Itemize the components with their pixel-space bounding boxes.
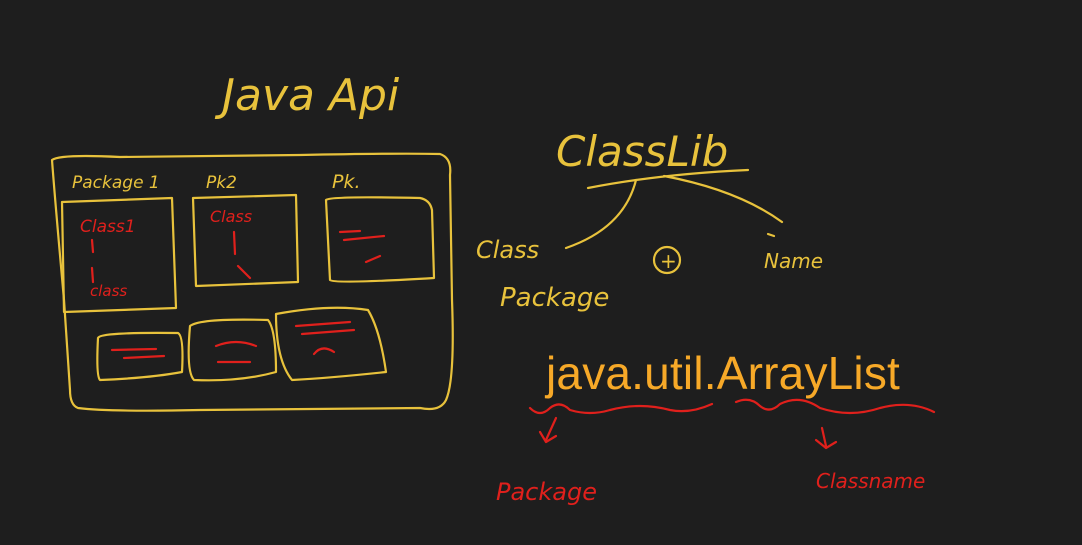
plus-symbol: + <box>660 249 677 273</box>
class1-label: Class1 <box>80 217 136 237</box>
bottom-box-3-marks <box>294 320 356 356</box>
bottom-box-3 <box>274 306 388 382</box>
package-underline <box>528 402 714 415</box>
class-label-box2: Class <box>210 207 252 226</box>
classname-underline <box>734 398 936 415</box>
package-note: Package <box>496 478 597 506</box>
branch-right <box>662 174 784 224</box>
classname-note: Classname <box>816 469 925 493</box>
package-arrow <box>538 416 558 444</box>
name-dash <box>766 232 776 238</box>
package-3-box <box>324 196 436 283</box>
box2-dash-line <box>232 230 252 280</box>
name-word: Name <box>764 249 823 273</box>
classlib-label: ClassLib <box>556 127 728 176</box>
bottom-box-2-marks <box>214 340 258 364</box>
classname-arrow <box>814 426 838 450</box>
package-1-box <box>60 196 178 314</box>
box3-red-marks <box>338 229 386 264</box>
box1-dash-line <box>90 238 95 284</box>
title-java-api: Java Api <box>214 70 400 121</box>
branch-left <box>564 178 638 250</box>
package-1-label: Package 1 <box>72 173 160 193</box>
package-3-label: Pk. <box>332 171 361 193</box>
class-word: Class <box>476 236 539 264</box>
typed-fqcn-text: java.util.ArrayList <box>546 347 901 399</box>
java-api-outer-box <box>50 152 454 412</box>
bottom-box-1-marks <box>110 347 166 360</box>
class-bottom-label: class <box>90 282 127 300</box>
bottom-box-1 <box>96 331 184 382</box>
package-word: Package <box>500 283 609 313</box>
plus-circle <box>652 245 682 275</box>
package-2-box <box>191 193 300 288</box>
package-2-label: Pk2 <box>206 173 237 193</box>
bottom-box-2 <box>187 318 278 382</box>
